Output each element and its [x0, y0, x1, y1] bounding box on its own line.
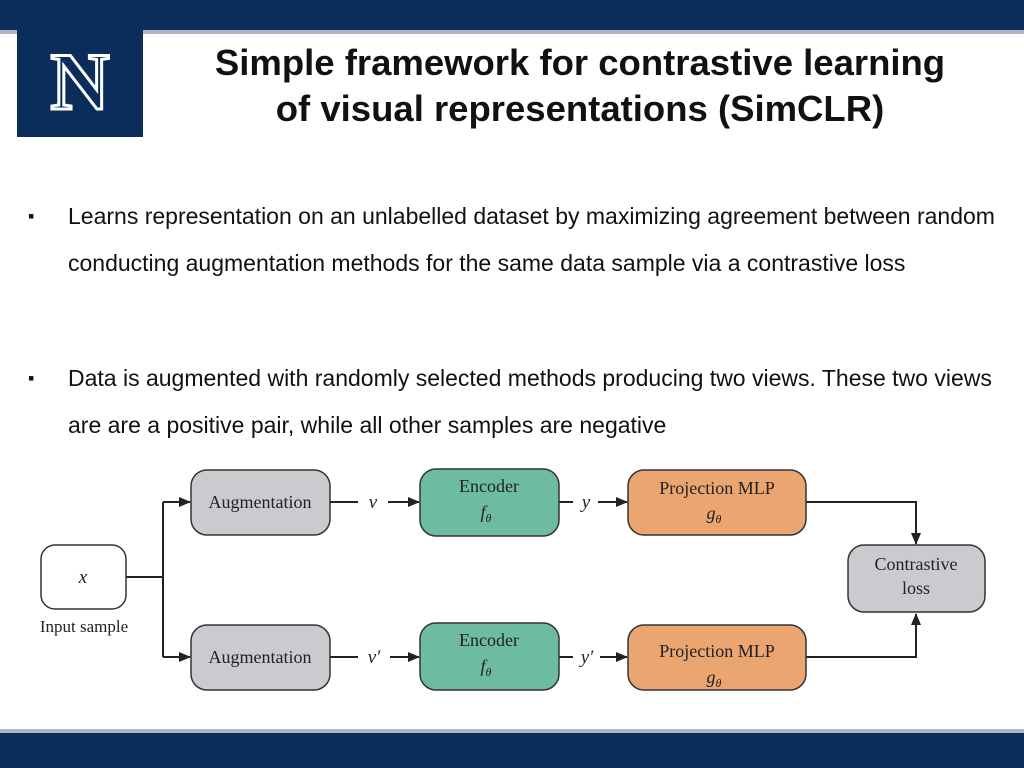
encoder-box-top	[419, 468, 560, 537]
projection-function: gθ	[707, 667, 722, 690]
augmentation-label: Augmentation	[209, 492, 312, 512]
bottom-banner	[0, 733, 1024, 768]
bullet-text: Data is augmented with randomly selected…	[68, 365, 992, 438]
top-banner	[0, 0, 1024, 30]
input-sample-box	[40, 544, 127, 610]
representation-label-bottom: y′	[579, 647, 594, 668]
input-sample-label: Input sample	[40, 617, 128, 636]
contrastive-loss-box	[847, 544, 986, 613]
input-symbol: x	[78, 567, 88, 588]
bottom-divider	[0, 729, 1024, 733]
projection-label: Projection MLP	[659, 478, 775, 498]
top-divider	[0, 30, 1024, 34]
view-label-bottom: v′	[368, 647, 381, 668]
bullet-mark: ▪	[28, 206, 35, 226]
encoder-function: fθ	[481, 502, 492, 525]
encoder-box-bottom	[419, 622, 560, 691]
logo-n-icon: N	[49, 35, 111, 129]
connector-arrow	[806, 501, 921, 545]
augmentation-box-top	[190, 469, 331, 536]
encoder-label: Encoder	[459, 476, 519, 496]
projection-box-bottom	[627, 624, 807, 691]
title-line-2: of visual representations (SimCLR)	[275, 88, 885, 129]
projection-box-top	[627, 469, 807, 536]
slide-title: Simple framework for contrastive learnin…	[150, 40, 1010, 132]
contrastive-loss-label-2: loss	[902, 578, 930, 598]
diagram-connectors	[126, 497, 921, 662]
bullet-mark: ▪	[28, 368, 35, 388]
university-logo: N	[17, 30, 143, 137]
bullet-text: Learns representation on an unlabelled d…	[68, 203, 995, 276]
title-line-1: Simple framework for contrastive learnin…	[214, 42, 946, 83]
logo-letter: N	[50, 36, 109, 127]
connector-arrow	[806, 613, 921, 658]
projection-label: Projection MLP	[659, 641, 775, 661]
augmentation-label: Augmentation	[209, 647, 312, 667]
encoder-label: Encoder	[459, 630, 519, 650]
representation-label-top: y	[580, 492, 591, 513]
contrastive-loss-label-1: Contrastive	[875, 554, 958, 574]
augmentation-box-bottom	[190, 624, 331, 691]
projection-function: gθ	[707, 503, 722, 526]
view-label-top: v	[369, 492, 378, 513]
encoder-function: fθ	[481, 656, 492, 679]
